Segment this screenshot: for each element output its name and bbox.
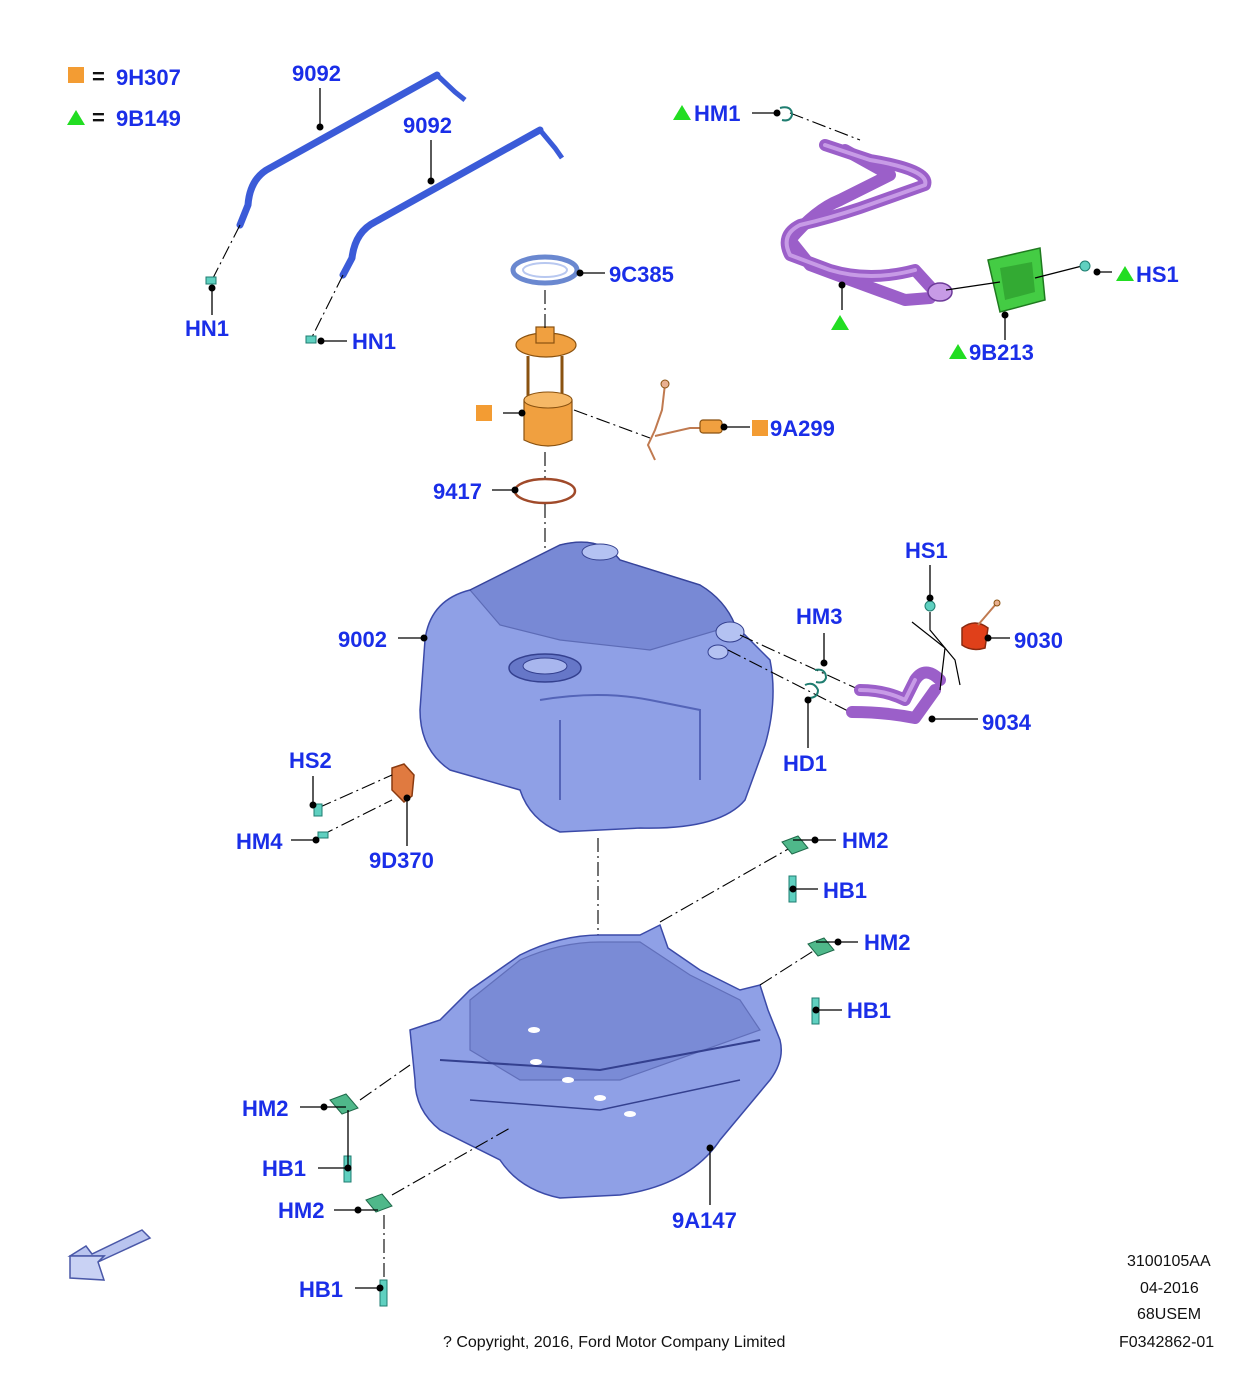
orange-square-icon [476, 405, 492, 421]
label-9092-b: 9092 [403, 113, 452, 138]
label-9d370: 9D370 [369, 848, 434, 873]
label-9a147: 9A147 [672, 1208, 737, 1233]
label-9002: 9002 [338, 627, 387, 652]
strap-leaders [208, 88, 435, 345]
tank-leaders [398, 634, 428, 642]
green-triangle-icon [1116, 266, 1134, 281]
label-hb1-c: HB1 [262, 1156, 306, 1181]
strap-2 [305, 126, 565, 344]
lock-ring-9c385 [510, 254, 580, 286]
green-triangle-icon [831, 315, 849, 330]
label-hm2-b: HM2 [864, 930, 910, 955]
green-triangle-icon [949, 344, 967, 359]
shield-leaders [300, 836, 858, 1292]
filler-pipe-assembly [779, 106, 1091, 313]
legend-equals-1: = [92, 64, 105, 89]
pipe-leaders [804, 565, 1010, 748]
strap-1 [205, 71, 467, 285]
label-hb1-a: HB1 [823, 878, 867, 903]
label-hm2-d: HM2 [278, 1198, 324, 1223]
clips-hm3-hd1-hs1 [804, 600, 936, 699]
label-9417: 9417 [433, 479, 482, 504]
legend-triangle-code: 9B149 [116, 106, 181, 131]
label-hs2: HS2 [289, 748, 332, 773]
label-hm3: HM3 [796, 604, 842, 629]
fuel-pump-9h307 [515, 326, 577, 447]
legend-square-code: 9H307 [116, 65, 181, 90]
label-9b213: 9B213 [969, 340, 1034, 365]
front-direction-arrow-icon [67, 1229, 152, 1281]
label-hb1-d: HB1 [299, 1277, 343, 1302]
label-hs1-mid: HS1 [905, 538, 948, 563]
orange-square-icon [752, 420, 768, 436]
label-9a299: 9A299 [770, 416, 835, 441]
label-hm1: HM1 [694, 101, 740, 126]
label-hs1-top: HS1 [1136, 262, 1179, 287]
seal-9417 [513, 477, 577, 505]
figure-number: F0342862-01 [1119, 1334, 1214, 1351]
filler-leaders [752, 109, 1112, 340]
legend-equals-2: = [92, 105, 105, 130]
legend: = 9H307 = 9B149 [67, 64, 181, 131]
label-9092-a: 9092 [292, 61, 341, 86]
drawing-market: 68USEM [1137, 1306, 1201, 1323]
label-9030: 9030 [1014, 628, 1063, 653]
label-hd1: HD1 [783, 751, 827, 776]
label-9c385: 9C385 [609, 262, 674, 287]
label-hn1-a: HN1 [185, 316, 229, 341]
sender-float-arm [573, 379, 723, 461]
green-triangle-icon [673, 105, 691, 120]
fuel-tank-9002 [419, 541, 774, 833]
green-triangle-icon [67, 110, 85, 125]
copyright: ? Copyright, 2016, Ford Motor Company Li… [443, 1334, 785, 1351]
skid-shield-9a147 [409, 923, 782, 1199]
bracket-leaders [291, 776, 411, 846]
label-9034: 9034 [982, 710, 1032, 735]
label-hm4: HM4 [236, 829, 283, 854]
label-hm2-c: HM2 [242, 1096, 288, 1121]
orange-square-icon [68, 67, 84, 83]
drawing-code: 3100105AA [1127, 1253, 1211, 1270]
drawing-date: 04-2016 [1140, 1280, 1199, 1297]
bracket-9d370 [313, 763, 415, 839]
fuel-cap-9030 [961, 599, 1001, 651]
label-hm2-a: HM2 [842, 828, 888, 853]
filler-pipe-9034 [727, 612, 961, 724]
label-hn1-b: HN1 [352, 329, 396, 354]
label-hb1-b: HB1 [847, 998, 891, 1023]
